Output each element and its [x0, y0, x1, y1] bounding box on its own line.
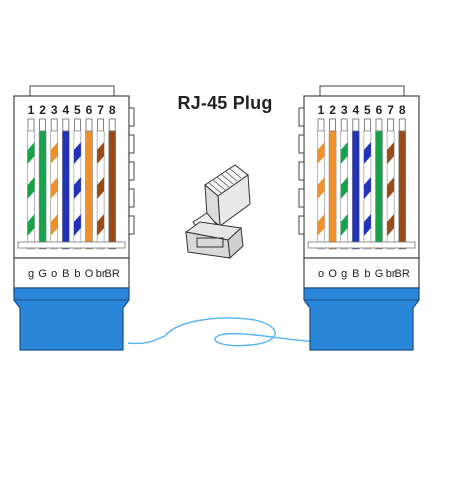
body-ridge: [298, 161, 305, 181]
pin-contact: [375, 118, 383, 132]
pin-contact: [352, 118, 360, 132]
pin-number: 1: [28, 103, 35, 117]
crimp-bar: [17, 241, 126, 249]
wire-code-label: G: [38, 268, 47, 280]
wire-code-label: o: [51, 268, 57, 280]
body-ridge: [128, 134, 135, 154]
wire-code-label: br: [96, 268, 106, 280]
wire: [340, 130, 349, 250]
wire: [96, 130, 105, 250]
body-ridge: [128, 188, 135, 208]
pin-contact: [74, 118, 81, 132]
wire: [375, 130, 383, 250]
crimp-bar: [307, 241, 416, 249]
color-code-strip: [303, 257, 420, 289]
pin-contact: [97, 118, 104, 132]
pin-number: 6: [86, 103, 93, 117]
body-ridge: [128, 215, 135, 235]
pin-contact: [50, 118, 58, 132]
pin-contact: [340, 118, 348, 132]
pin-contact: [85, 118, 93, 132]
wire-code-label: O: [85, 268, 94, 280]
connector-right: 1 o 2O 3 g 4B 5 b 6G 7 br 8BR: [298, 85, 420, 351]
latch-tab: [29, 85, 115, 97]
pin-number: 3: [341, 103, 348, 117]
color-code-strip: [13, 257, 130, 289]
pin-number: 5: [364, 103, 371, 117]
wire: [50, 130, 59, 250]
wire-code-label: g: [341, 268, 347, 280]
body-ridge: [298, 188, 305, 208]
pin-number: 5: [74, 103, 81, 117]
wire-code-label: B: [352, 268, 359, 280]
pin-contact: [363, 118, 371, 132]
pin-contact: [398, 118, 406, 132]
wire-code-label: b: [364, 268, 370, 280]
wire-code-label: g: [28, 268, 34, 280]
wire-code-label: o: [318, 268, 324, 280]
pin-contact: [387, 118, 395, 132]
latch-tab: [319, 85, 405, 97]
pin-number: 4: [352, 103, 359, 117]
pin-contact: [62, 118, 70, 132]
wire: [38, 130, 47, 250]
wire: [73, 130, 82, 250]
pin-number: 8: [399, 103, 406, 117]
connector-left: 1 g 2G 3 o 4B 5 b 6O 7 br 8BR: [13, 85, 135, 351]
pin-number: 4: [62, 103, 69, 117]
wire-code-label: BR: [395, 268, 410, 280]
boot: [13, 287, 130, 351]
wire: [85, 130, 93, 250]
boot: [303, 287, 420, 351]
pin-number: 1: [318, 103, 325, 117]
wire: [328, 130, 337, 250]
rj45-plug-illustration: [184, 164, 251, 260]
wire: [108, 130, 116, 250]
pin-number: 7: [387, 103, 394, 117]
body-ridge: [128, 107, 135, 127]
pin-number: 2: [329, 103, 336, 117]
wire: [317, 130, 325, 250]
wire: [386, 130, 395, 250]
patch-cable-line: [127, 317, 319, 347]
body-ridge: [298, 134, 305, 154]
pin-number: 7: [97, 103, 104, 117]
pin-contact: [317, 118, 325, 132]
wire: [351, 130, 360, 250]
wire: [27, 130, 35, 250]
pin-number: 6: [376, 103, 383, 117]
pin-contact: [108, 118, 116, 132]
wire-code-label: br: [386, 268, 396, 280]
wire-code-label: BR: [105, 268, 120, 280]
pin-number: 3: [51, 103, 58, 117]
wire-code-label: B: [62, 268, 69, 280]
pin-contact: [39, 118, 46, 132]
wire-code-label: b: [74, 268, 80, 280]
body-ridge: [298, 215, 305, 235]
wire-code-label: O: [328, 268, 337, 280]
pin-contact: [329, 118, 337, 132]
wire: [363, 130, 372, 250]
body-ridge: [298, 107, 305, 127]
pin-number: 2: [39, 103, 46, 117]
pin-number: 8: [109, 103, 116, 117]
wire: [61, 130, 70, 250]
pin-contact: [27, 118, 35, 132]
wire: [398, 130, 407, 250]
diagram-title: RJ-45 Plug: [177, 93, 273, 113]
body-ridge: [128, 161, 135, 181]
wire-code-label: G: [375, 268, 384, 280]
